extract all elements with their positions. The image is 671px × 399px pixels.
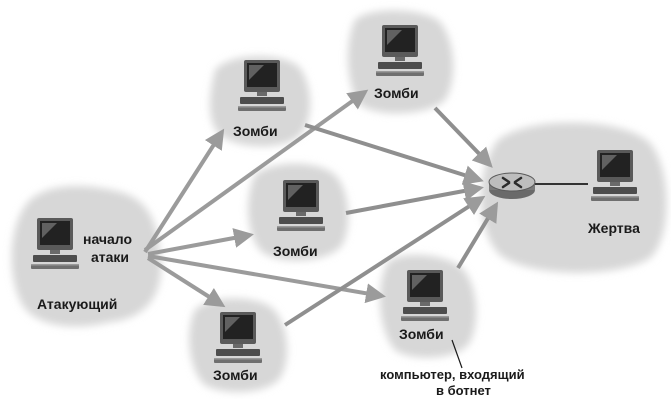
- arrow-to-zombie-4: [146, 256, 226, 308]
- zombie-computer-icon-1: [238, 60, 286, 111]
- zombie-cloud-2: [348, 10, 454, 114]
- attacker-note-line2: атаки: [91, 249, 129, 265]
- flood-arrow-zombie-4: [283, 195, 486, 327]
- attacker-note-line1: начало: [83, 231, 132, 247]
- arrow-to-zombie-2: [143, 89, 369, 252]
- flood-arrow-zombie-2: [433, 106, 493, 168]
- botnet-note-line1: компьютер, входящий: [380, 367, 525, 382]
- arrow-to-zombie-5: [147, 254, 386, 304]
- flood-arrow-zombie-5: [456, 201, 499, 270]
- zombie-cloud-5: [379, 254, 477, 358]
- zombie-label-5: Зомби: [399, 326, 444, 342]
- zombie-computer-icon-4: [214, 312, 262, 363]
- zombie-label-1: Зомби: [233, 123, 278, 139]
- zombie-label-2: Зомби: [374, 85, 419, 101]
- clouds: [11, 10, 667, 392]
- zombie-computer-icon-5: [401, 270, 449, 321]
- zombie-label-4: Зомби: [213, 367, 258, 383]
- flood-arrow-zombie-1: [304, 123, 484, 185]
- victim-label: Жертва: [587, 220, 640, 236]
- attacker-label: Атакующий: [37, 296, 117, 312]
- flood-arrows: [283, 106, 499, 327]
- zombie-computer-icon-2: [376, 25, 424, 76]
- arrow-to-zombie-1: [143, 128, 225, 254]
- arrow-to-zombie-3: [147, 228, 254, 256]
- attacker-computer-icon: [31, 218, 79, 269]
- zombie-computer-icon-3: [277, 180, 325, 231]
- botnet-note-line2: в ботнет: [436, 383, 491, 398]
- victim-computer-icon: [591, 150, 639, 201]
- zombie-label-3: Зомби: [273, 243, 318, 259]
- router-icon: [488, 172, 536, 199]
- flood-arrow-zombie-3: [345, 181, 484, 215]
- botnet-pointer-line: [451, 339, 463, 369]
